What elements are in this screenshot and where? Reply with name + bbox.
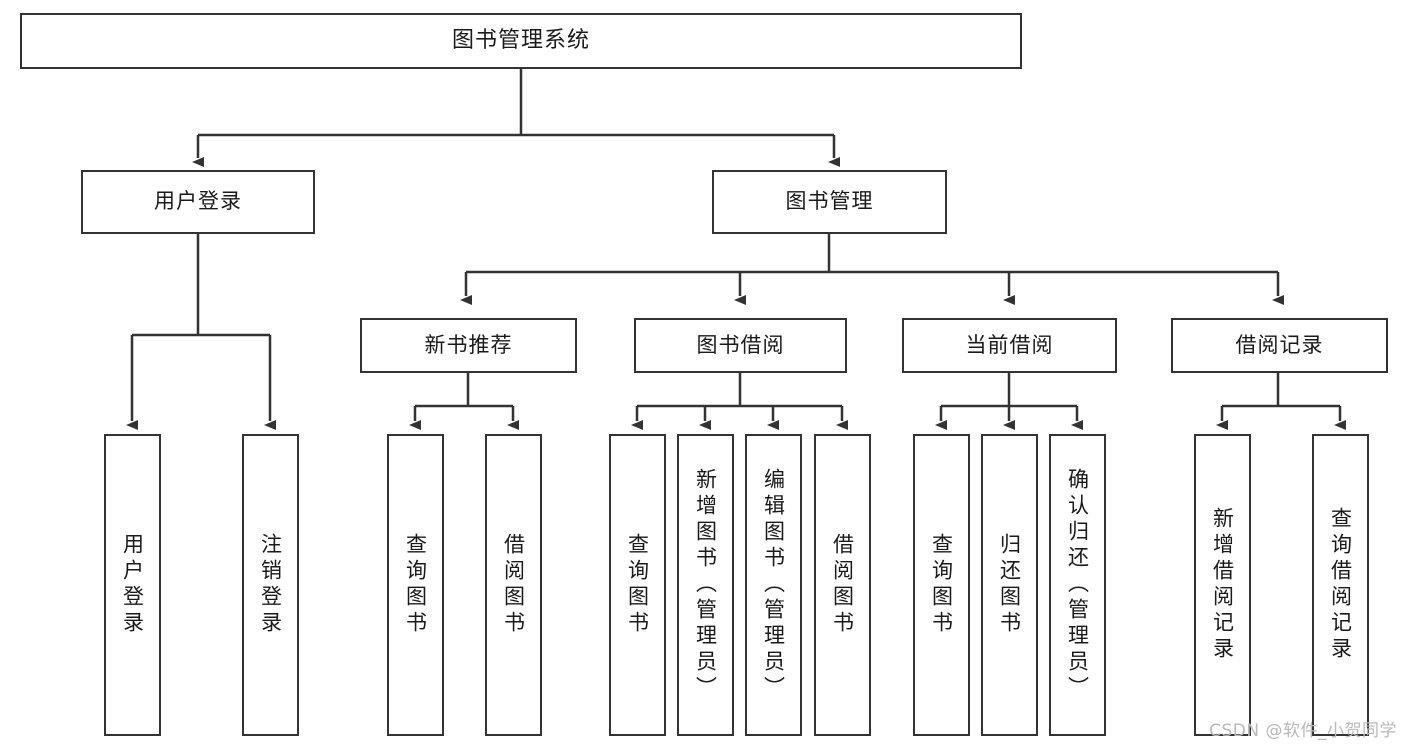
node-book-management[interactable]: 图书管理 [712, 170, 947, 234]
leaf-user-login-logout[interactable]: 注销登录 [242, 434, 299, 736]
node-label: 借阅图书 [501, 533, 526, 637]
node-label: 注销登录 [258, 533, 283, 637]
node-label: 新增图书（管理员） [693, 468, 718, 702]
leaf-borrow-record-query[interactable]: 查询借阅记录 [1312, 434, 1369, 736]
leaf-book-borrow-borrow[interactable]: 借阅图书 [814, 434, 871, 736]
node-new-book-recommend[interactable]: 新书推荐 [360, 318, 577, 373]
node-label: 新书推荐 [424, 332, 513, 357]
node-label: 归还图书 [997, 533, 1022, 637]
leaf-new-book-borrow[interactable]: 借阅图书 [485, 434, 542, 736]
node-label: 借阅图书 [830, 533, 855, 637]
leaf-user-login-login[interactable]: 用户登录 [104, 434, 161, 736]
node-label: 新增借阅记录 [1210, 507, 1235, 663]
watermark: CSDN @软件_小贺同学 [1209, 721, 1397, 741]
leaf-new-book-query[interactable]: 查询图书 [387, 434, 444, 736]
leaf-book-borrow-query[interactable]: 查询图书 [609, 434, 666, 736]
leaf-borrow-record-add[interactable]: 新增借阅记录 [1194, 434, 1251, 736]
node-label: 查询借阅记录 [1328, 507, 1353, 663]
leaf-book-borrow-edit[interactable]: 编辑图书（管理员） [745, 434, 802, 736]
node-label: 查询图书 [929, 533, 954, 637]
leaf-current-borrow-query[interactable]: 查询图书 [913, 434, 970, 736]
node-label: 用户登录 [120, 533, 145, 637]
node-label: 查询图书 [625, 533, 650, 637]
node-label: 确认归还（管理员） [1065, 468, 1090, 702]
node-label: 查询图书 [403, 533, 428, 637]
leaf-current-borrow-return[interactable]: 归还图书 [981, 434, 1038, 736]
node-label: 图书借阅 [696, 332, 785, 357]
node-borrow-record[interactable]: 借阅记录 [1171, 318, 1388, 373]
node-label: 用户登录 [154, 189, 242, 214]
node-label: 图书管理 [785, 189, 874, 214]
leaf-current-borrow-confirm-return[interactable]: 确认归还（管理员） [1049, 434, 1106, 736]
node-root-book-management-system[interactable]: 图书管理系统 [20, 13, 1022, 69]
node-label: 编辑图书（管理员） [761, 468, 786, 702]
leaf-book-borrow-add[interactable]: 新增图书（管理员） [677, 434, 734, 736]
node-user-login[interactable]: 用户登录 [81, 170, 315, 234]
node-label: 借阅记录 [1235, 332, 1324, 357]
node-label: 图书管理系统 [451, 27, 590, 53]
node-book-borrow[interactable]: 图书借阅 [634, 318, 847, 373]
node-current-borrow[interactable]: 当前借阅 [902, 318, 1117, 373]
node-label: 当前借阅 [965, 332, 1054, 357]
